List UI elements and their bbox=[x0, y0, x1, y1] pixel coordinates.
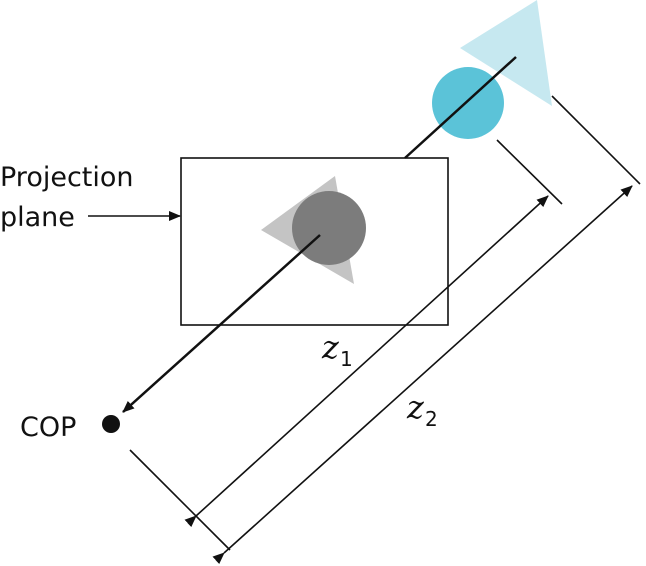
cop-extension-line bbox=[129, 449, 231, 551]
cop-label: COP bbox=[20, 412, 76, 443]
z2-subscript: 2 bbox=[425, 407, 438, 431]
z1-label: z bbox=[321, 328, 340, 366]
z1-subscript: 1 bbox=[340, 347, 353, 371]
image-circle bbox=[292, 191, 366, 265]
projection-ray-to-cop bbox=[122, 234, 321, 413]
z1-dimension-arrow bbox=[184, 195, 549, 528]
z2-extension-line bbox=[551, 95, 641, 185]
object-triangle bbox=[460, 0, 552, 106]
projection-plane-label-line1: Projection bbox=[0, 162, 134, 193]
projection-plane-label-line2: plane bbox=[0, 202, 75, 233]
cop-point bbox=[102, 415, 120, 433]
z2-dimension-arrow bbox=[212, 185, 633, 565]
z1-extension-line bbox=[496, 139, 563, 205]
object-to-plane-ray bbox=[404, 56, 517, 159]
z2-label: z bbox=[406, 388, 425, 426]
